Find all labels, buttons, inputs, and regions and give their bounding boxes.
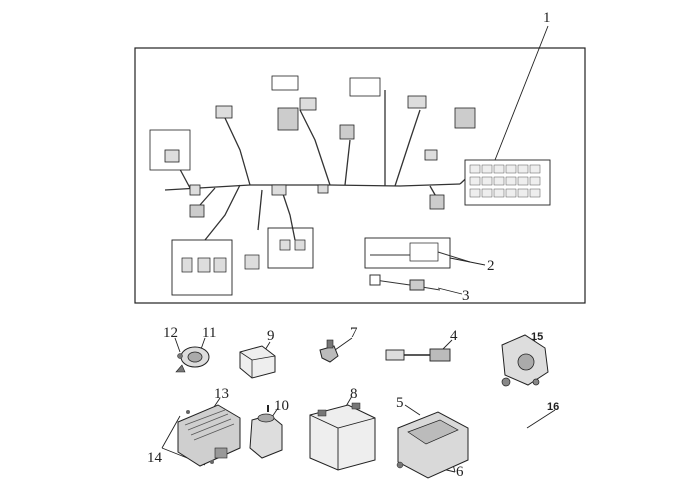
rectifier-bolts	[186, 410, 214, 464]
callout-8: 8	[350, 386, 358, 402]
sub-assembly-boxes	[171, 227, 451, 296]
ecu-unit	[396, 411, 469, 479]
callout-12: 12	[163, 325, 178, 341]
rectifier	[177, 404, 241, 467]
callout-1: 1	[543, 10, 551, 26]
callout-3: 3	[462, 288, 470, 304]
callout-16: 16	[547, 401, 559, 413]
sensor	[319, 339, 339, 363]
callout-14: 14	[147, 450, 163, 466]
callout-5: 5	[396, 395, 404, 411]
callout-6: 6	[456, 464, 464, 480]
ignition-coil	[249, 405, 283, 459]
fuse-box	[464, 159, 551, 206]
callout-9: 9	[267, 328, 275, 344]
callout-11: 11	[202, 325, 216, 341]
callout-labels: 1 2 3 4 5 6 7 8 9 10 11 12 13 14 15 16	[147, 10, 559, 480]
horn-bolt	[177, 353, 183, 359]
starter-solenoid	[501, 334, 549, 387]
sub-harness-2	[370, 251, 471, 263]
callout-13: 13	[214, 386, 229, 402]
callout-7: 7	[350, 325, 358, 341]
callout-2: 2	[487, 258, 495, 274]
sub-harness-3	[369, 274, 441, 291]
sub-assembly-details	[181, 239, 439, 273]
horn	[175, 346, 210, 373]
callout-10: 10	[274, 398, 289, 414]
callout-15: 15	[531, 331, 543, 343]
connector-cable	[385, 348, 451, 362]
connector-blocks	[149, 75, 476, 218]
relay	[239, 345, 276, 379]
battery	[309, 402, 376, 471]
harness-panel	[134, 47, 586, 304]
callout-4: 4	[450, 328, 458, 344]
